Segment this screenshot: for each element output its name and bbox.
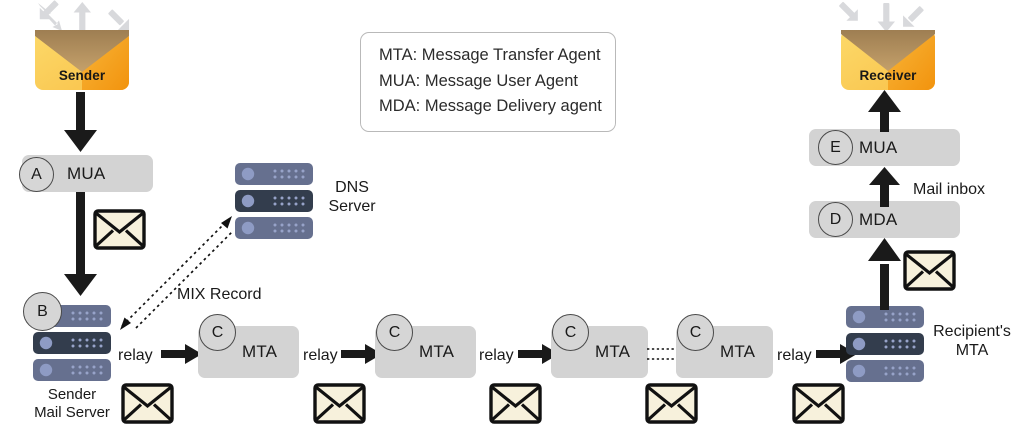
node-recipients-mta[interactable] [846, 306, 924, 382]
legend-row-mua: MUA: Message User Agent [379, 71, 578, 90]
edge-label-relay-2: relay [303, 347, 338, 364]
sender-mail-glyph: Sender [35, 29, 129, 90]
node-mua-sender-label: MUA [67, 163, 106, 183]
sender-outgoing-arrows-icon [38, 0, 130, 31]
envelope-icon-6 [903, 250, 956, 291]
arrow-relay-1 [161, 344, 202, 364]
arrow-relay-2 [341, 344, 382, 364]
envelope-icon-5 [645, 383, 698, 424]
arrow-mta-to-mda [868, 238, 901, 310]
arrow-relay-3 [518, 344, 559, 364]
sender-label: Sender [58, 68, 106, 83]
badge-step-a: A [19, 157, 54, 192]
edge-label-relay-1: relay [118, 347, 153, 364]
badge-step-e: E [818, 130, 853, 165]
node-mta-1[interactable]: MTA [198, 326, 299, 378]
legend-row-mda: MDA: Message Delivery agent [379, 97, 602, 116]
node-recipients-mta-label: Recipient's MTA [933, 323, 1011, 360]
arrow-mua-to-mailserver [64, 192, 97, 296]
node-mua-receiver-label: MUA [859, 137, 898, 157]
badge-step-c-1-text: C [211, 323, 224, 341]
badge-step-c-3: C [552, 314, 589, 351]
edge-label-relay-3: relay [479, 347, 514, 364]
edge-mta-continuation-dots [647, 348, 677, 360]
arrow-mx-lookup-pair [120, 216, 233, 330]
receiver-mail-glyph: Receiver [841, 30, 935, 90]
badge-step-d-text: D [829, 210, 842, 228]
arrow-mua-to-receiver [868, 90, 901, 132]
node-dns-server[interactable] [235, 163, 313, 239]
badge-step-c-4: C [677, 314, 714, 351]
node-dns-server-label: DNS Server [328, 179, 376, 216]
badge-step-e-text: E [830, 138, 841, 156]
node-mda-label: MDA [859, 209, 898, 229]
badge-step-c-3-text: C [564, 323, 577, 341]
badge-step-d: D [818, 202, 853, 237]
node-sender-mail-server-label: Sender Mail Server [34, 386, 110, 421]
badge-step-a-text: A [31, 165, 42, 183]
edge-label-relay-4: relay [777, 347, 812, 364]
receiver-label: Receiver [859, 68, 917, 83]
node-mta-1-label: MTA [242, 342, 278, 361]
badge-step-b-text: B [37, 302, 48, 320]
acronym-legend: MTA: Message Transfer Agent MUA: Message… [360, 32, 616, 132]
badge-step-c-2-text: C [388, 323, 401, 341]
envelope-icon-3 [313, 383, 366, 424]
badge-step-b: B [23, 292, 62, 331]
arrow-sender-to-mua [64, 92, 97, 152]
envelope-icon-2 [121, 383, 174, 424]
badge-step-c-2: C [376, 314, 413, 351]
badge-step-c-4-text: C [689, 323, 702, 341]
arrow-mda-to-mua [869, 167, 900, 207]
node-mta-3[interactable]: MTA [551, 326, 648, 378]
edge-label-mx-record: MIX Record [177, 286, 262, 303]
node-mta-4-label: MTA [720, 342, 756, 361]
edge-label-mail-inbox: Mail inbox [913, 181, 986, 198]
receiver-incoming-arrows-icon [839, 1, 924, 32]
envelope-icon-7 [792, 383, 845, 424]
node-mta-2-label: MTA [419, 342, 455, 361]
badge-step-c-1: C [199, 314, 236, 351]
node-mta-3-label: MTA [595, 342, 631, 361]
legend-row-mta: MTA: Message Transfer Agent [379, 46, 601, 64]
envelope-icon-4 [489, 383, 542, 424]
envelope-icon-1 [93, 209, 146, 250]
